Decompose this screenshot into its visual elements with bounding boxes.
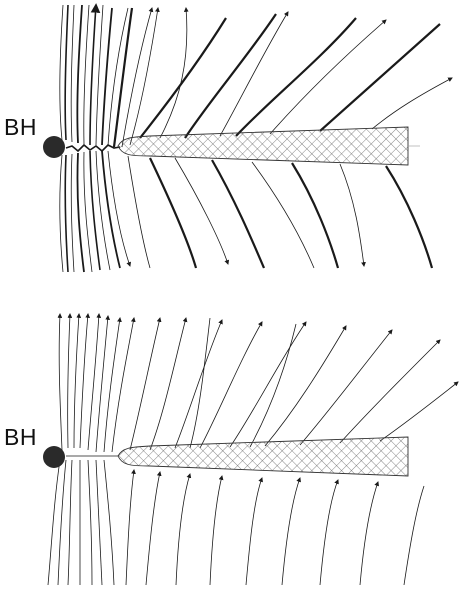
top-accretion-disk	[118, 127, 408, 165]
black-hole-circle-icon-bottom	[43, 446, 65, 468]
bottom-lower-field-lines	[126, 470, 424, 585]
top-upper-field-lines	[130, 8, 452, 145]
bottom-panel	[43, 314, 458, 585]
top-lower-field-lines	[128, 156, 432, 268]
top-bunched-lines-upper	[60, 5, 152, 147]
bottom-accretion-disk	[118, 437, 408, 476]
x-point-zigzag	[66, 145, 120, 151]
black-hole-circle-icon-top	[43, 136, 65, 158]
top-panel	[43, 5, 452, 272]
bottom-near-bh-lines-lower	[48, 460, 114, 585]
top-bunched-lines-lower	[60, 151, 130, 272]
bottom-upper-field-lines	[130, 318, 458, 450]
bottom-near-bh-lines-upper	[59, 314, 134, 452]
